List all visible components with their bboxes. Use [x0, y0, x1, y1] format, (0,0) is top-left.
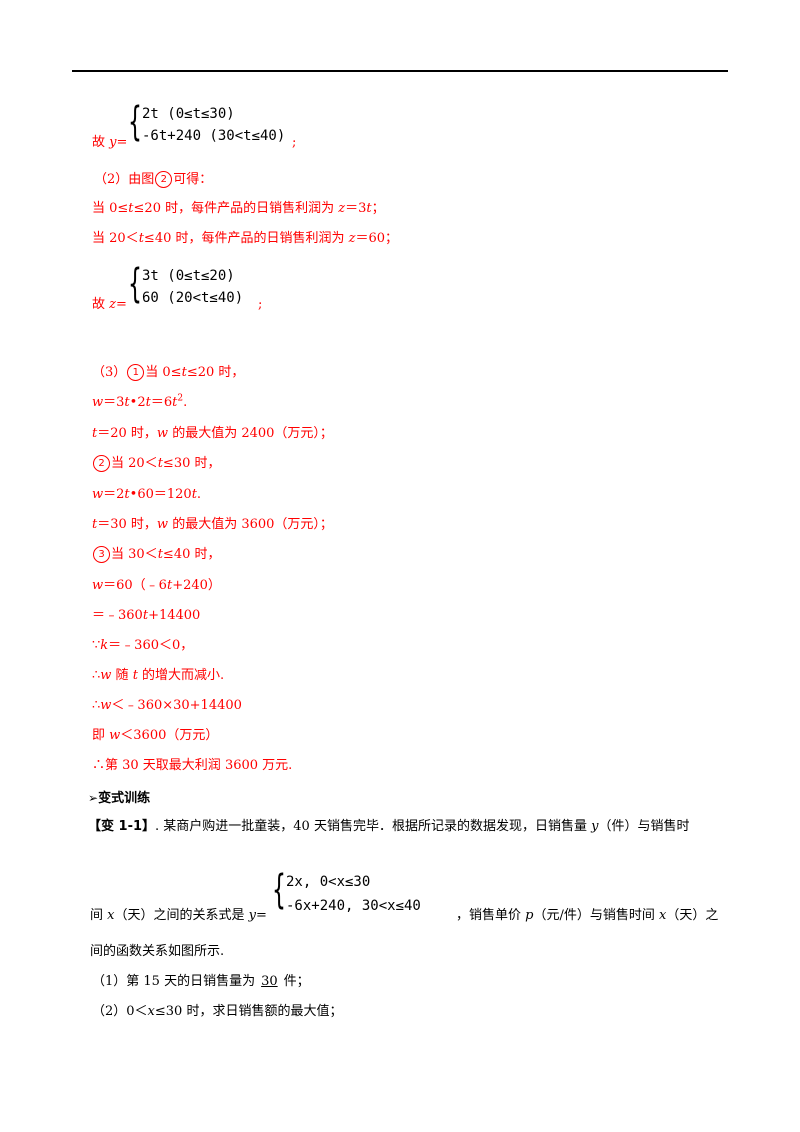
piecewise-z: 故 z= { 3t (0≤t≤20) 60 (20<t≤40) ; [92, 261, 263, 312]
part3-line5: w＝2t•60＝120t. [92, 487, 202, 502]
question-2: （2）0＜x≤30 时，求日销售额的最大值； [92, 1004, 343, 1019]
part3-line11: ∴w 随 t 的增大而减小. [92, 668, 225, 683]
case-2: -6t+240 (30<t≤40) [142, 128, 286, 144]
part3-line2: w＝3t•2t＝6t2. [92, 393, 188, 410]
circled-number: 3 [93, 546, 110, 563]
part3-line9: ＝﹣360t+14400 [92, 608, 201, 623]
var-y: y [109, 135, 117, 150]
problem-line1: 【变 1-1】. 某商户购进一批童装，40 天销售完毕．根据所记录的数据发现，日… [88, 819, 690, 834]
answer-blank: 30 [261, 974, 278, 989]
section-heading: ➢变式训练 [88, 787, 150, 806]
arrow-icon: ➢ [88, 791, 99, 805]
header-rule [72, 70, 728, 72]
case-1: 3t (0≤t≤20) [142, 268, 235, 284]
semicolon: ; [258, 297, 263, 312]
left-brace: { [128, 261, 142, 307]
circled-number: 2 [93, 455, 110, 472]
part3-line6: t＝30 时，w 的最大值为 3600（万元）； [92, 517, 333, 532]
part3-line13: 即 w＜3600（万元） [92, 728, 219, 743]
eq-sign: = [116, 135, 128, 150]
part3-line8: w＝60（﹣6t+240） [92, 578, 221, 593]
problem-tag: 【变 1-1】 [88, 819, 156, 834]
problem-line3: 间的函数关系如图所示. [90, 944, 225, 959]
part3-line10: ∵k＝﹣360＜0， [92, 638, 194, 653]
semicolon: ; [292, 135, 297, 150]
circled-number: 2 [155, 171, 173, 188]
case-1: 2t (0≤t≤30) [142, 106, 235, 122]
problem-line2: 间 x（天）之间的关系式是 y= [90, 908, 267, 923]
section-title: 变式训练 [98, 791, 151, 806]
piecewise-problem-y: { 2x, 0<x≤30 -6x+240, 30<x≤40 [272, 866, 452, 922]
case-1: 2x, 0<x≤30 [286, 874, 371, 890]
part3-line12: ∴w＜﹣360×30+14400 [92, 698, 242, 713]
part2-line1: 当 0≤t≤20 时，每件产品的日销售利润为 z＝3t； [92, 201, 385, 216]
gu-label: 故 [92, 135, 110, 150]
circled-number: 1 [127, 364, 145, 381]
piecewise-y: 故 y= { 2t (0≤t≤30) -6t+240 (30<t≤40) ; [92, 100, 332, 150]
part3-line3: t＝20 时，w 的最大值为 2400（万元）； [92, 426, 333, 441]
left-brace: { [128, 99, 142, 145]
part3-line14: ∴第 30 天取最大利润 3600 万元. [92, 758, 293, 773]
case-2: 60 (20<t≤40) [142, 290, 244, 306]
problem-line2-tail: ，销售单价 p（元/件）与销售时间 x（天）之 [456, 908, 719, 923]
left-brace: { [272, 867, 286, 913]
case-2: -6x+240, 30<x≤40 [286, 898, 421, 914]
part2-line2: 当 20＜t≤40 时，每件产品的日销售利润为 z＝60； [92, 231, 399, 246]
